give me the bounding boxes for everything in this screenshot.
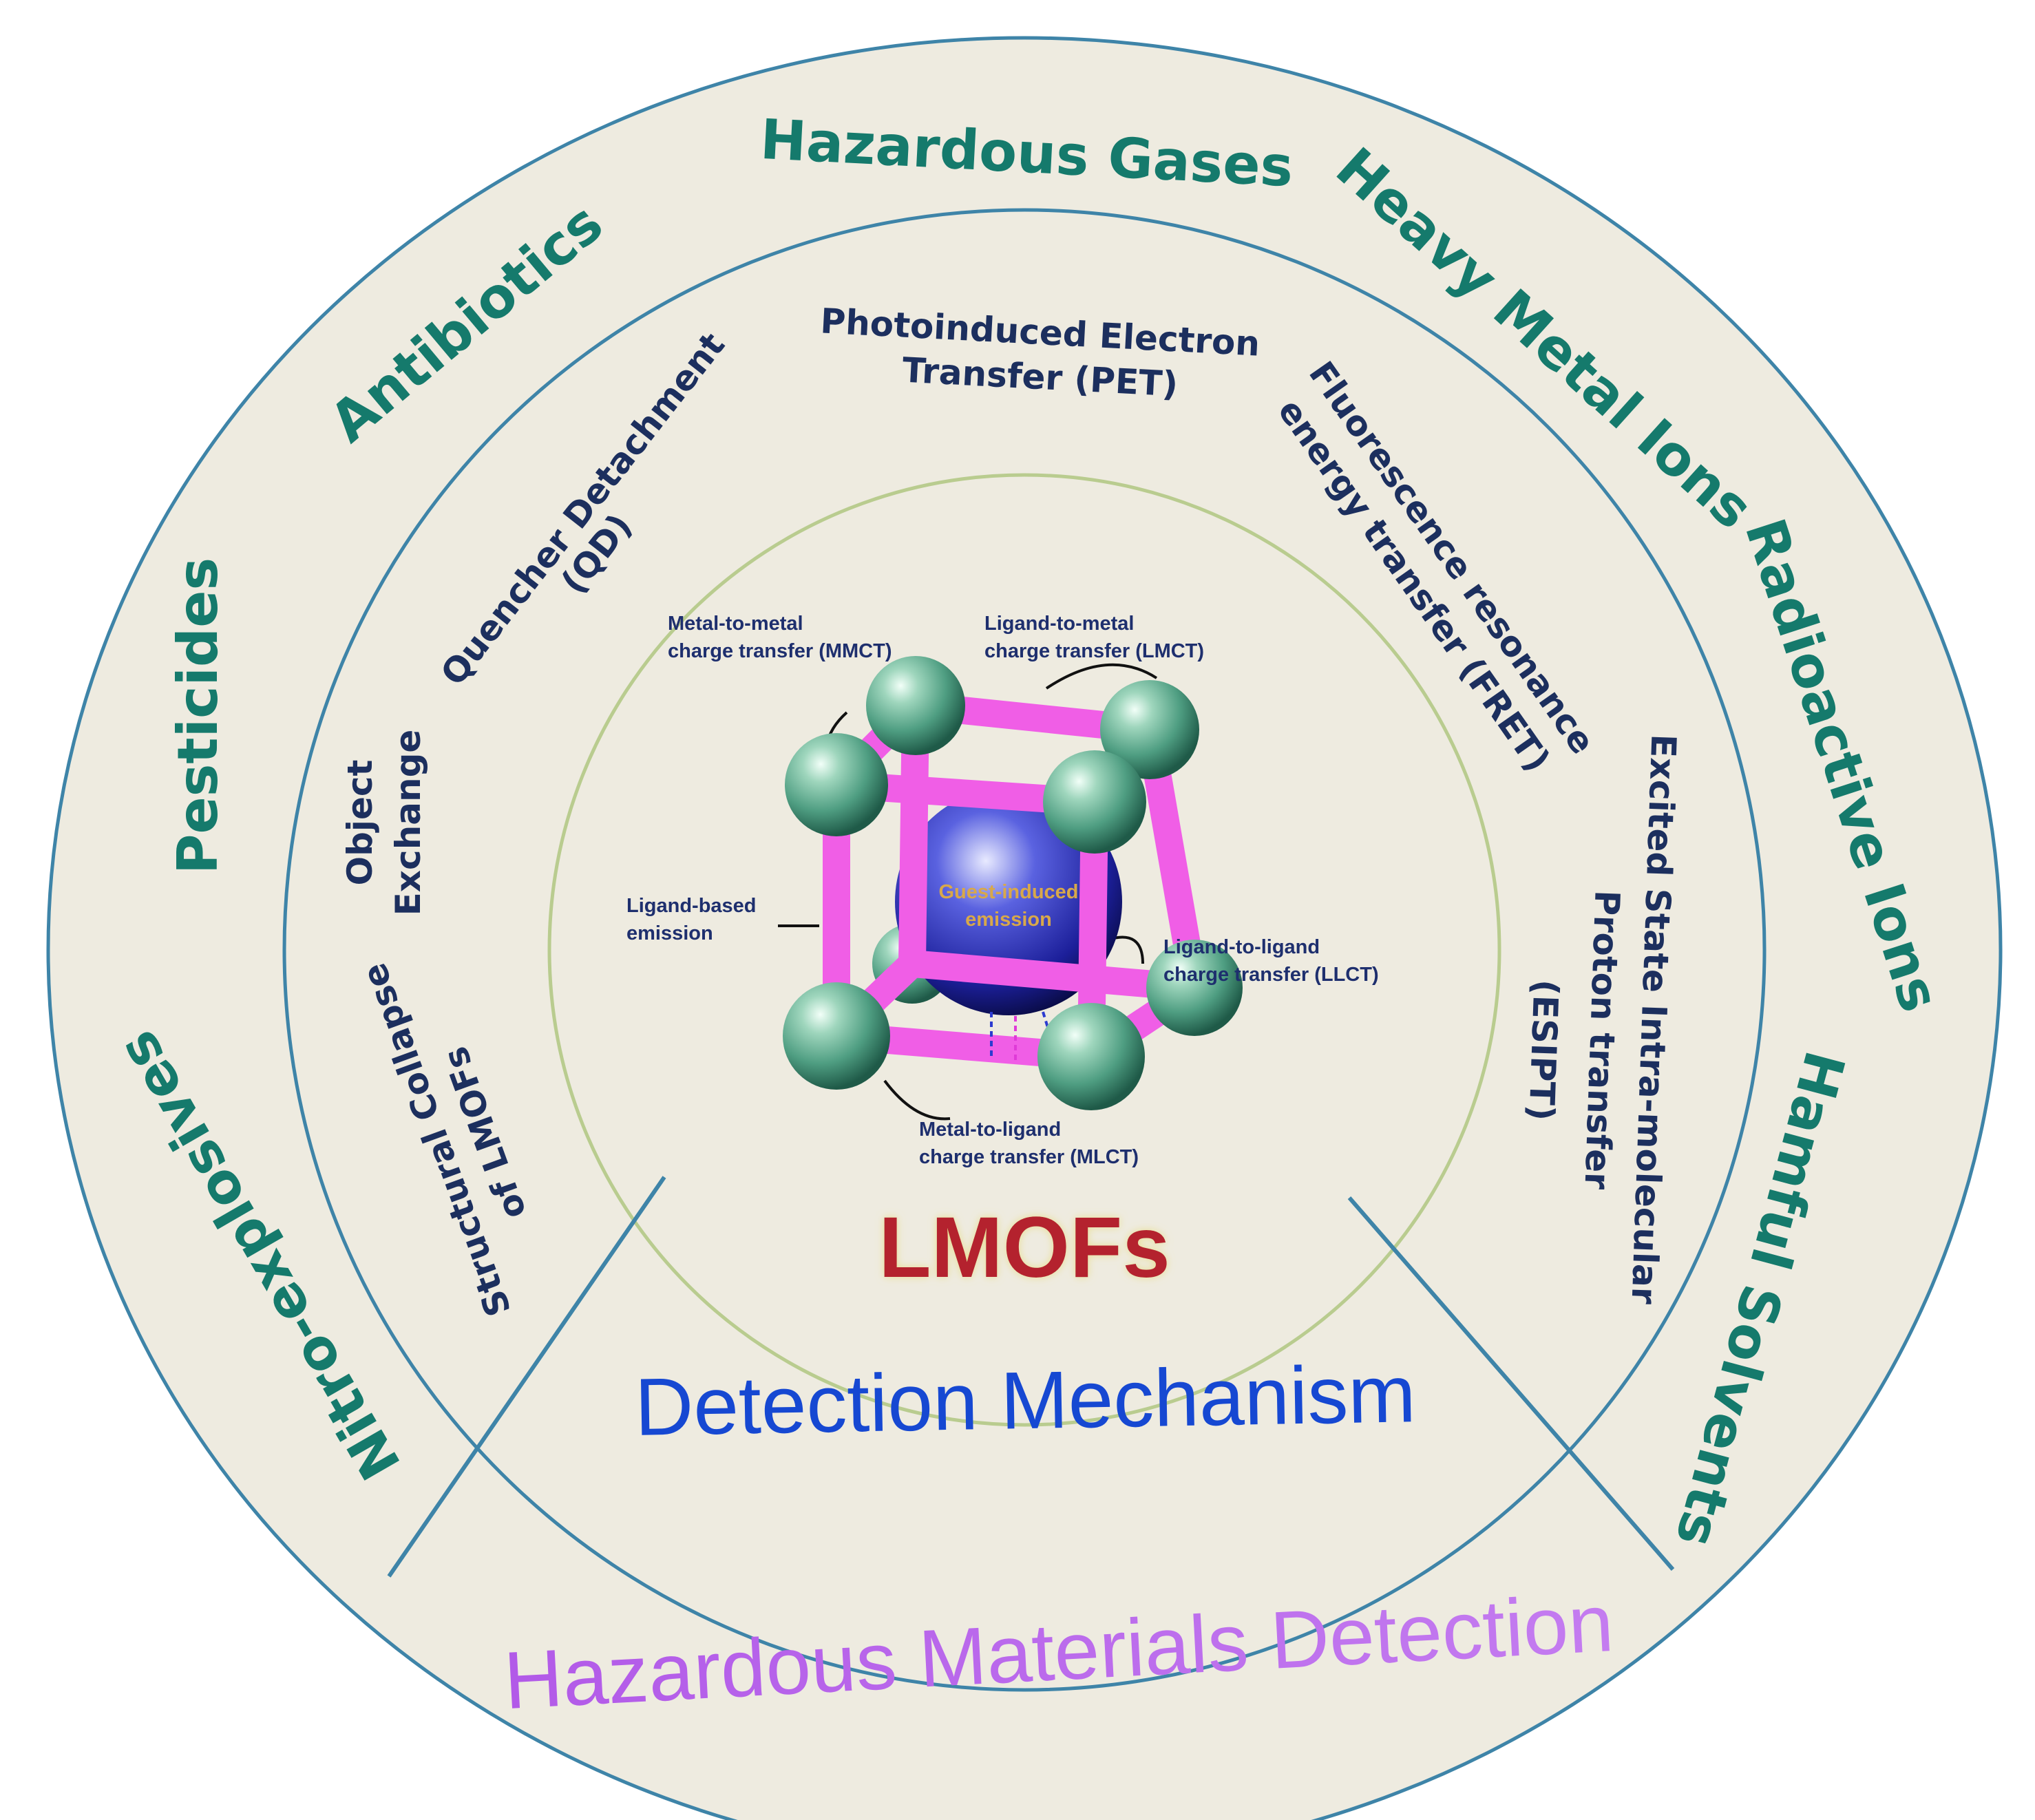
arrow-mlct xyxy=(883,1079,951,1121)
emission-llct-line1: Ligand-to-ligand xyxy=(1163,936,1320,958)
emission-mmct-line1: Metal-to-metal xyxy=(668,613,803,635)
divider-left xyxy=(387,1176,666,1578)
framework-node xyxy=(1146,940,1243,1036)
divider-right xyxy=(1347,1196,1675,1571)
emission-llct-line2: charge transfer (LLCT) xyxy=(1163,964,1379,986)
emission-ligand-based-line1: Ligand-based xyxy=(626,895,757,917)
emission-lmct-line1: Ligand-to-metal xyxy=(984,613,1135,635)
emission-mmct-line2: charge transfer (MMCT) xyxy=(668,640,892,662)
framework-node xyxy=(866,656,965,755)
emission-mlct-line2: charge transfer (MLCT) xyxy=(919,1146,1139,1168)
framework-node xyxy=(785,733,888,836)
guest-label-line1: Guest-induced xyxy=(938,881,1078,903)
outer-category-pesticides: Pesticides xyxy=(166,558,230,874)
lmofs-title: LMOFs xyxy=(878,1200,1170,1295)
mechanism-object-line1: Object xyxy=(340,760,380,886)
guest-label-line2: emission xyxy=(965,909,1052,931)
inner-ring xyxy=(547,473,1501,1427)
framework-node xyxy=(1043,750,1146,854)
mof-framework: Guest-induced emission xyxy=(778,656,1243,1121)
framework-node xyxy=(783,982,890,1090)
detection-mechanism-banner: Detection Mechanism xyxy=(634,1348,1417,1453)
arrow-lmct xyxy=(1045,663,1158,690)
emission-ligand-based-line2: emission xyxy=(626,922,713,944)
middle-ring xyxy=(282,208,1767,1692)
mechanism-object-line2: Exchange xyxy=(388,730,428,916)
mechanism-esipt-line3: (ESIPT) xyxy=(1521,979,1565,1121)
emission-lmct-line2: charge transfer (LMCT) xyxy=(984,640,1204,662)
framework-node xyxy=(1100,680,1199,779)
framework-node xyxy=(1037,1003,1145,1110)
emission-mlct-line1: Metal-to-ligand xyxy=(919,1119,1061,1141)
